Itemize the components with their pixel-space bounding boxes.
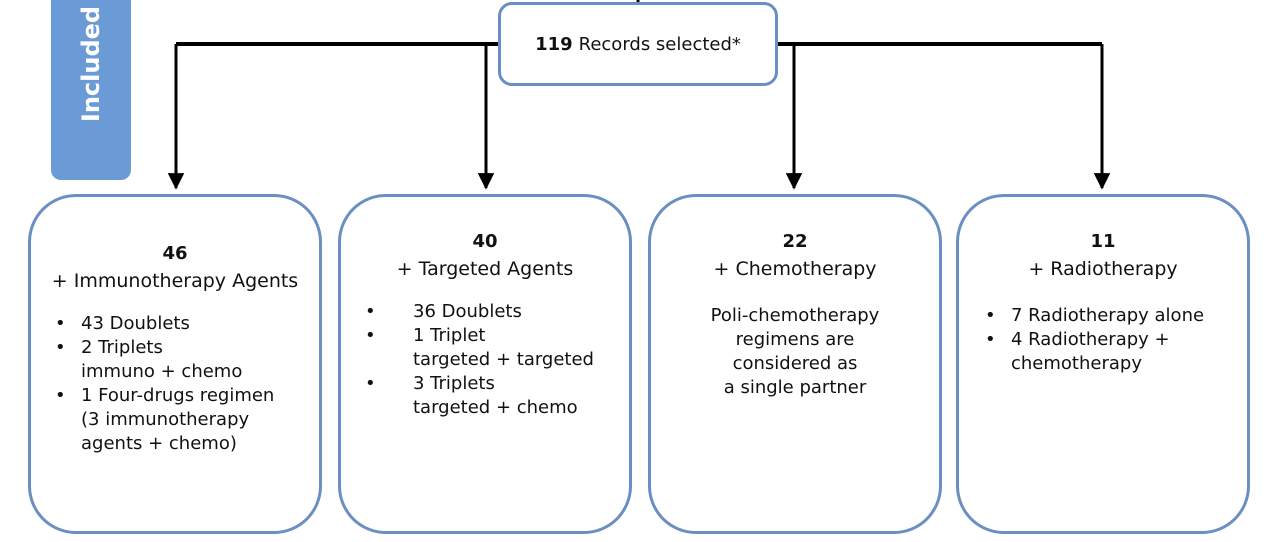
card-count: 40 [472,231,498,252]
card-description: Poli-chemotherapy regimens are considere… [710,305,880,398]
list-item: 4 Radiotherapy +chemotherapy [985,328,1247,376]
card-title: + Radiotherapy [1028,258,1178,280]
records-selected-box: 119 Records selected* [498,2,778,86]
card-title: + Targeted Agents [396,258,574,280]
list-item: 1 Four-drugs regimen(3 immunotherapyagen… [55,384,319,456]
card-title: + Immunotherapy Agents [51,270,299,292]
card-count: 22 [782,231,808,252]
immunotherapy-card: 46 + Immunotherapy Agents 43 Doublets 2 … [28,194,322,534]
records-selected-count: 119 [535,33,573,55]
records-selected-label: Records selected* [578,33,741,55]
card-title: + Chemotherapy [713,258,877,280]
radiotherapy-card: 11 + Radiotherapy 7 Radiotherapy alone 4… [956,194,1250,534]
included-stage-tab [51,0,131,180]
targeted-agents-card: 40 + Targeted Agents 36 Doublets 1 Tripl… [338,194,632,534]
list-item: 7 Radiotherapy alone [985,304,1247,328]
list-item: 43 Doublets [55,312,319,336]
card-list: 7 Radiotherapy alone 4 Radiotherapy +che… [985,304,1247,376]
list-item: 36 Doublets [365,300,629,324]
card-count: 11 [1090,231,1116,252]
card-count: 46 [162,243,188,264]
chemotherapy-card: 22 + Chemotherapy Poli-chemotherapy regi… [648,194,942,534]
